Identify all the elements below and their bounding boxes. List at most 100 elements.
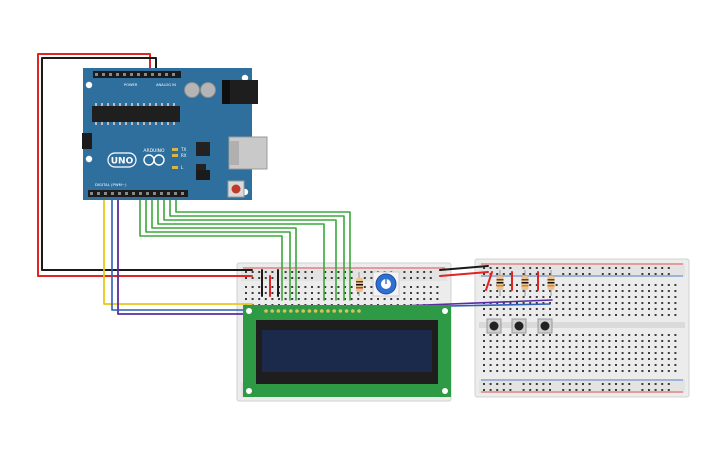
breadboard-hole (621, 302, 624, 304)
wire-green-1 (139, 194, 283, 301)
breadboard-hole (535, 302, 538, 304)
breadboard-hole (483, 290, 485, 292)
breadboard-hole (522, 370, 525, 372)
breadboard-hole (667, 334, 670, 336)
uno-logo (107, 152, 137, 168)
breadboard-hole (555, 290, 558, 292)
header-pin (90, 192, 93, 195)
breadboard-hole (529, 340, 532, 342)
breadboard-hole (628, 358, 631, 360)
breadboard-hole (264, 298, 267, 300)
breadboard-hole (641, 308, 644, 310)
breadboard-hole (390, 298, 393, 300)
breadboard-hole (615, 364, 617, 366)
breadboard-hole (522, 314, 525, 316)
breadboard-hole (403, 277, 406, 279)
header-pin (109, 73, 112, 76)
breadboard-hole (535, 290, 538, 292)
breadboard-hole (667, 290, 670, 292)
breadboard-hole (509, 346, 512, 348)
breadboard-hole (628, 273, 631, 275)
breadboard-hole (363, 286, 366, 288)
breadboard-hole (582, 296, 584, 298)
breadboard-hole (575, 364, 578, 366)
breadboard-hole (568, 302, 571, 304)
breadboard-hole (661, 389, 664, 391)
breadboard-hole (621, 314, 624, 316)
breadboard-hole (661, 290, 664, 292)
breadboard-hole (674, 296, 677, 298)
breadboard-hole (344, 271, 346, 273)
breadboard-hole (601, 290, 604, 292)
breadboard-hole (549, 334, 551, 336)
breadboard-hole (496, 352, 499, 354)
breadboard-hole (575, 352, 578, 354)
chip-pin (125, 122, 127, 125)
breadboard-hole (522, 290, 525, 292)
breadboard-hole (291, 292, 294, 294)
breadboard-hole (350, 292, 353, 294)
breadboard-hole (654, 334, 657, 336)
breadboard-hole (667, 308, 670, 310)
breadboard-hole (654, 308, 657, 310)
breadboard-hole (588, 383, 591, 385)
breadboard-hole (317, 292, 320, 294)
breadboard-hole (641, 302, 644, 304)
breadboard-hole (542, 346, 545, 348)
breadboard-hole (654, 352, 657, 354)
breadboard-hole (601, 284, 604, 286)
header-pin (116, 73, 119, 76)
breadboard-hole (568, 358, 571, 360)
breadboard-hole (509, 284, 512, 286)
atmega-chip (92, 106, 180, 122)
breadboard-hole (661, 314, 664, 316)
wire-green-6 (169, 194, 345, 301)
breadboard-hole (489, 364, 492, 366)
breadboard-hole (615, 273, 617, 275)
breadboard-hole (555, 364, 558, 366)
breadboard-hole (344, 277, 346, 279)
breadboard-hole (535, 273, 538, 275)
digital-label: DIGITAL (PWM~) (95, 182, 127, 187)
breadboard-hole (502, 334, 505, 336)
breadboard-hole (634, 340, 637, 342)
breadboard-hole (251, 271, 254, 273)
breadboard-hole (621, 383, 624, 385)
breadboard-hole (568, 284, 571, 286)
breadboard-hole (271, 292, 274, 294)
breadboard-hole (568, 370, 571, 372)
breadboard-hole (245, 277, 247, 279)
breadboard-hole (529, 314, 532, 316)
lcd-pin (320, 309, 324, 313)
breadboard-hole (403, 292, 406, 294)
breadboard-hole (621, 340, 624, 342)
breadboard-hole (575, 308, 578, 310)
breadboard-hole (410, 277, 412, 279)
breadboard-hole (667, 314, 670, 316)
breadboard-hole (297, 292, 300, 294)
breadboard-hole (350, 277, 353, 279)
breadboard-hole (615, 352, 617, 354)
breadboard-hole (621, 364, 624, 366)
breadboard-hole (608, 273, 611, 275)
breadboard-hole (489, 296, 492, 298)
breadboard-hole (535, 284, 538, 286)
breadboard-hole (549, 364, 551, 366)
breadboard-hole (634, 352, 637, 354)
breadboard-hole (661, 267, 664, 269)
resistor-band (521, 279, 529, 281)
breadboard-hole (588, 302, 591, 304)
breadboard-hole (509, 364, 512, 366)
tx-label: TX (180, 147, 186, 152)
breadboard-hole (555, 358, 558, 360)
breadboard-hole (549, 389, 551, 391)
breadboard-hole (483, 364, 485, 366)
breadboard-hole (337, 298, 340, 300)
breadboard-hole (654, 290, 657, 292)
breadboard-hole (628, 370, 631, 372)
breadboard-hole (562, 358, 565, 360)
breadboard-hole (416, 286, 419, 288)
breadboard-hole (615, 308, 617, 310)
breadboard-right-holes (483, 267, 677, 391)
breadboard-hole (436, 298, 439, 300)
